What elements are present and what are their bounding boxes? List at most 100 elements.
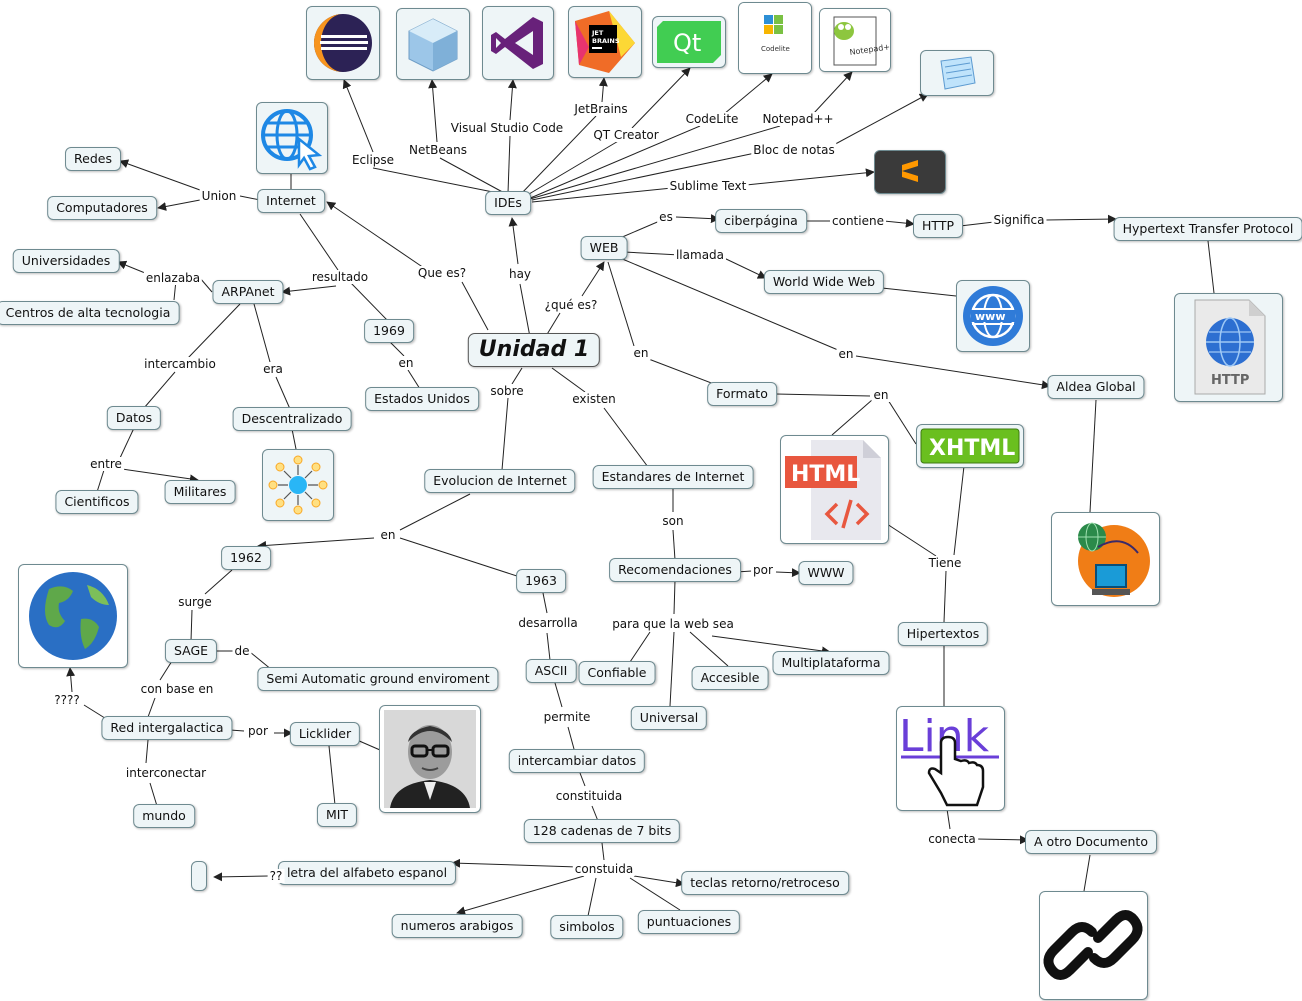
node-empty[interactable] [191,861,207,891]
node-centros[interactable]: Centros de alta tecnologia [0,301,180,325]
node-unidad-1[interactable]: Unidad 1 [467,333,601,367]
label-qt-creator: QT Creator [591,128,661,142]
connector-line [527,125,701,200]
label-por-licklider: por [246,724,270,738]
node-cientificos[interactable]: Cientificos [55,490,139,514]
connector-line [546,632,551,661]
label-permite: permite [541,710,593,724]
node-ciberpagina[interactable]: ciberpágina [715,209,807,233]
label-question-marks-2: ?? [267,869,285,883]
node-formato[interactable]: Formato [707,382,777,406]
node-semi-automatic[interactable]: Semi Automatic ground enviroment [257,667,499,691]
computer-network-icon [1051,512,1160,606]
node-arpanet[interactable]: ARPAnet [212,280,284,304]
connector-line [943,570,947,623]
label-existen: existen [570,392,618,406]
connector-line [953,465,965,556]
label-surge: surge [176,595,214,609]
svg-text:Qt: Qt [673,29,701,57]
node-accesible[interactable]: Accesible [691,666,769,690]
node-ides[interactable]: IDEs [485,191,531,215]
label-bloc-de-notas: Bloc de notas [751,143,837,157]
node-teclas[interactable]: teclas retorno/retroceso [681,871,849,895]
node-128-cadenas[interactable]: 128 cadenas de 7 bits [523,819,681,843]
node-estandares[interactable]: Estandares de Internet [592,465,754,489]
connector-line [257,537,375,550]
node-hypertext[interactable]: Hypertext Transfer Protocol [1113,217,1302,241]
node-red-intergalactica[interactable]: Red intergalactica [101,716,233,740]
connector-line [349,281,389,322]
node-confiable[interactable]: Confiable [578,661,656,685]
node-puntuaciones[interactable]: puntuaciones [637,910,741,934]
label-es: es [657,210,675,224]
node-1969[interactable]: 1969 [364,319,414,343]
node-world-wide-web[interactable]: World Wide Web [763,270,885,294]
node-simbolos[interactable]: simbolos [550,915,624,939]
node-1962[interactable]: 1962 [221,546,271,570]
connector-line [326,201,425,269]
node-hipertextos[interactable]: Hipertextos [897,622,989,646]
label-codelite: CodeLite [683,112,741,126]
node-mit[interactable]: MIT [316,803,358,827]
connector-line [291,428,297,450]
connector-line [1045,214,1117,224]
connector-line [147,697,156,718]
node-ascii[interactable]: ASCII [525,659,577,683]
label-constuida: constuida [572,862,636,876]
node-aldea-global[interactable]: Aldea Global [1047,375,1145,399]
node-universidades[interactable]: Universidades [12,249,120,273]
label-en-evolucion: en [378,528,398,542]
node-redes[interactable]: Redes [65,147,121,171]
connector-line [407,369,421,390]
label-era: era [261,362,285,376]
label-eclipse: Eclipse [349,153,397,167]
label-resultado: resultado [309,270,371,284]
connector-line [399,493,471,531]
node-www[interactable]: WWW [798,561,854,585]
connector-line [456,875,585,916]
connector-line [883,218,915,228]
svg-text:HTML: HTML [791,462,860,487]
node-militares[interactable]: Militares [164,480,236,504]
network-hub-icon [262,449,334,521]
node-intercambiar[interactable]: intercambiar datos [508,749,646,773]
node-letra-alfabeto[interactable]: letra del alfabeto espanol [277,861,457,885]
node-multiplataforma[interactable]: Multiplataforma [772,651,890,675]
netbeans-logo-icon [396,8,470,80]
node-computadores[interactable]: Computadores [47,196,157,220]
node-descentralizado[interactable]: Descentralizado [232,407,352,431]
node-sage[interactable]: SAGE [164,639,218,663]
globe-cursor-icon [256,102,328,174]
connector-line [975,835,1029,845]
node-evolucion[interactable]: Evolucion de Internet [424,469,576,493]
node-otro-documento[interactable]: A otro Documento [1025,830,1157,854]
node-web[interactable]: WEB [580,236,628,260]
node-universal[interactable]: Universal [630,706,708,730]
connector-line [669,631,675,707]
connector-line [629,877,681,911]
node-numeros[interactable]: numeros arabigos [391,914,523,938]
label-notepadpp: Notepad++ [760,112,836,126]
connector-line [66,667,76,693]
connector-line [598,77,608,103]
connector-line [579,772,586,787]
connector-line [275,376,291,410]
connector-line [342,79,374,153]
label-interconectar: interconectar [123,766,209,780]
node-mundo[interactable]: mundo [133,804,195,828]
node-datos[interactable]: Datos [106,406,162,430]
connector-line [149,782,158,807]
node-http[interactable]: HTTP [913,214,963,238]
label-intercambio: intercambio [142,357,218,371]
node-estados-unidos[interactable]: Estados Unidos [365,387,479,411]
node-licklider[interactable]: Licklider [289,722,361,746]
node-internet[interactable]: Internet [257,189,325,213]
connector-line [372,167,509,196]
node-1963[interactable]: 1963 [516,569,566,593]
node-recomendaciones[interactable]: Recomendaciones [609,558,741,582]
label-desarrolla: desarrolla [516,616,580,630]
connector-line [959,221,995,227]
connector-line [881,287,957,297]
connector-line [157,199,201,211]
